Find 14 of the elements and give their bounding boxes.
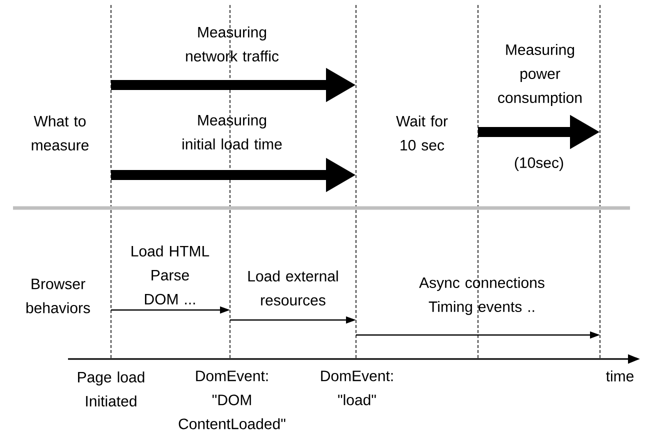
- row-heading: Browser behaviors: [26, 278, 90, 314]
- phase-label: Load HTML Parse DOM ...: [132, 245, 210, 304]
- event-label: DomEvent: "load": [321, 370, 393, 406]
- event-label: DomEvent: "DOM ContentLoaded": [178, 370, 286, 430]
- phase-label: Measuring initial load time: [182, 114, 282, 150]
- phase-label: Load external resources: [248, 270, 338, 306]
- phase-label: Wait for 10 sec: [396, 115, 448, 150]
- phase-label: Measuring power consumption: [498, 44, 582, 106]
- phase-label: Async connections Timing events ..: [419, 277, 544, 315]
- phase-label: Measuring network traffic: [186, 26, 279, 62]
- row-heading: What to measure: [32, 115, 88, 150]
- axis-label: time: [606, 370, 634, 382]
- event-label: Page load Initiated: [78, 371, 144, 406]
- duration-label: (10sec): [514, 157, 564, 171]
